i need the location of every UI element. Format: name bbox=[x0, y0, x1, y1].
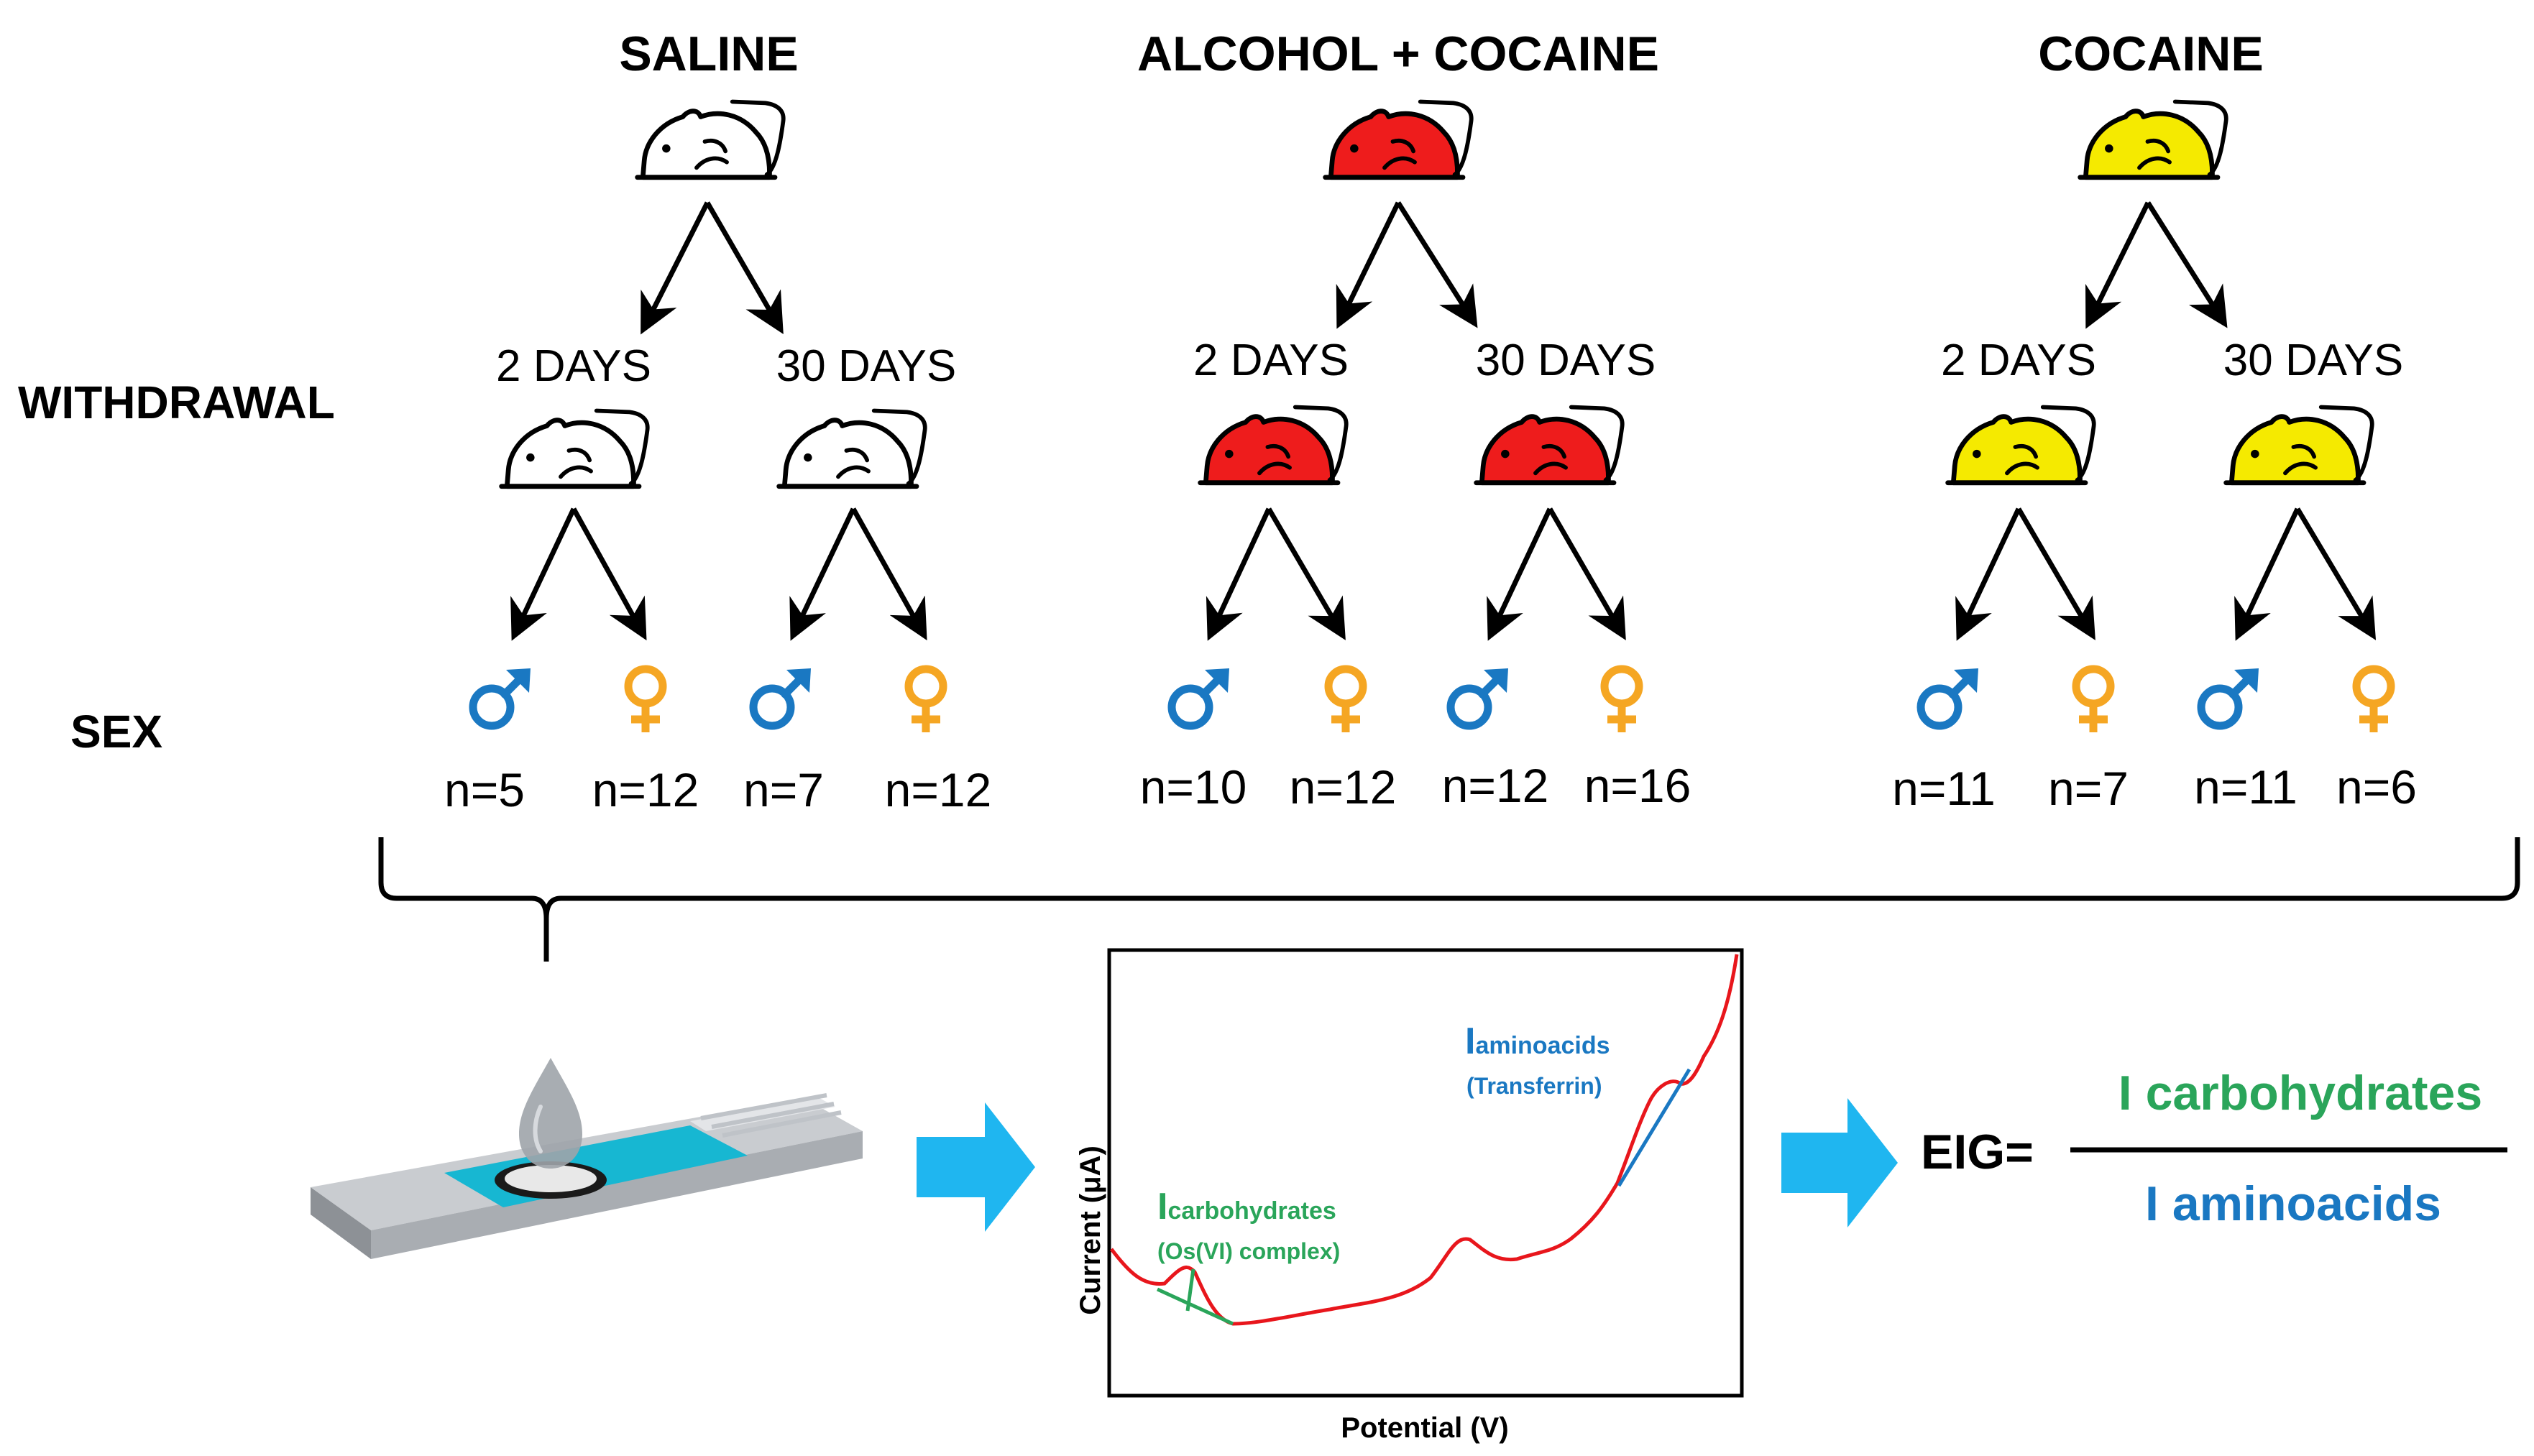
voltammogram-curve bbox=[1110, 954, 1739, 1326]
amino-baseline bbox=[1617, 1068, 1691, 1187]
branch-arrow bbox=[1955, 507, 2021, 641]
equation-denominator: I aminoacids bbox=[2145, 1176, 2441, 1231]
mouse-icon bbox=[502, 410, 648, 486]
branch-arrow bbox=[510, 507, 577, 641]
carb-peak-height bbox=[1185, 1268, 1195, 1312]
group-cocaine: COCAINE 2 DAYS 30 DAYS n=11 n=7 n=11 n=6 bbox=[1892, 27, 2417, 815]
sample-count: n=6 bbox=[2336, 760, 2417, 814]
group-title: ALCOHOL + COCAINE bbox=[1137, 27, 1659, 81]
y-axis-label: Current (μA) bbox=[1075, 1146, 1106, 1315]
sample-count: n=10 bbox=[1140, 760, 1247, 814]
mouse-icon bbox=[2226, 407, 2372, 482]
mouse-icon bbox=[2080, 101, 2226, 177]
male-symbol-icon bbox=[1921, 668, 1978, 726]
mouse-icon bbox=[638, 101, 784, 177]
screen-printed-electrode-icon bbox=[311, 1058, 863, 1259]
plot-frame bbox=[1107, 948, 1744, 1398]
sex-row-label: SEX bbox=[70, 706, 162, 757]
branch-arrow bbox=[2234, 507, 2300, 641]
branch-arrow bbox=[2146, 201, 2228, 328]
sample-count: n=7 bbox=[2048, 762, 2129, 815]
carb-baseline bbox=[1156, 1287, 1234, 1326]
sample-count: n=5 bbox=[444, 763, 525, 816]
female-symbol-icon bbox=[1605, 669, 1639, 732]
equation-lhs: EIG= bbox=[1921, 1125, 2034, 1179]
withdrawal-days-label: 30 DAYS bbox=[2223, 336, 2403, 385]
branch-arrow bbox=[789, 507, 856, 641]
branch-arrow bbox=[1206, 507, 1272, 641]
group-title: SALINE bbox=[619, 27, 798, 81]
sample-count: n=11 bbox=[1892, 762, 1996, 815]
mouse-icon bbox=[1948, 407, 2094, 482]
branch-arrow bbox=[1266, 507, 1346, 640]
branch-arrow bbox=[1396, 201, 1478, 328]
group-alcohol-cocaine: ALCOHOL + COCAINE 2 DAYS 30 DAYS n=10 n=… bbox=[1137, 27, 1691, 814]
female-symbol-icon bbox=[628, 669, 663, 732]
male-symbol-icon bbox=[2201, 668, 2259, 726]
branch-arrow bbox=[2295, 507, 2377, 640]
right-arrow-icon bbox=[917, 1102, 1035, 1232]
x-axis-label: Potential (V) bbox=[1341, 1412, 1508, 1444]
mouse-icon bbox=[1326, 101, 1472, 177]
female-symbol-icon bbox=[1328, 669, 1363, 732]
female-symbol-icon bbox=[2356, 669, 2391, 732]
equation-numerator: I carbohydrates bbox=[2118, 1066, 2482, 1120]
mouse-icon bbox=[1201, 407, 1346, 482]
eig-equation: EIG= I carbohydrates I aminoacids bbox=[1921, 1066, 2507, 1231]
branch-arrow bbox=[1487, 507, 1553, 641]
withdrawal-days-label: 2 DAYS bbox=[1941, 336, 2096, 385]
amino-peak-sublabel: (Transferrin) bbox=[1466, 1073, 1602, 1099]
withdrawal-days-label: 2 DAYS bbox=[496, 341, 651, 391]
mouse-icon bbox=[779, 410, 925, 486]
branch-arrow bbox=[1547, 507, 1626, 640]
sample-count: n=12 bbox=[592, 763, 699, 816]
male-symbol-icon bbox=[753, 668, 811, 726]
sample-count: n=7 bbox=[743, 763, 824, 816]
mouse-icon bbox=[1477, 407, 1622, 482]
group-title: COCAINE bbox=[2038, 27, 2264, 81]
branch-arrow bbox=[704, 201, 784, 334]
withdrawal-days-label: 2 DAYS bbox=[1193, 336, 1349, 385]
sample-count: n=12 bbox=[1290, 760, 1397, 814]
right-arrow-icon bbox=[1781, 1098, 1898, 1227]
branch-arrow bbox=[2085, 201, 2151, 329]
carb-peak-label: Icarbohydrates bbox=[1157, 1186, 1336, 1227]
branch-arrow bbox=[571, 507, 647, 641]
amino-peak-label: Iaminoacids bbox=[1465, 1020, 1610, 1062]
male-symbol-icon bbox=[1451, 668, 1508, 726]
group-saline: SALINE 2 DAYS 30 DAYS n=5 n=12 n=7 n=12 bbox=[444, 27, 991, 816]
branch-arrow bbox=[850, 507, 927, 641]
branch-arrow bbox=[641, 201, 710, 335]
sample-count: n=12 bbox=[885, 763, 992, 816]
male-symbol-icon bbox=[1172, 668, 1229, 726]
female-symbol-icon bbox=[909, 669, 943, 732]
branch-arrow bbox=[2016, 507, 2095, 640]
voltammogram-plot: Icarbohydrates (Os(VI) complex) Iaminoac… bbox=[1075, 948, 1744, 1444]
sample-count: n=11 bbox=[2194, 760, 2297, 814]
withdrawal-days-label: 30 DAYS bbox=[776, 341, 956, 391]
female-symbol-icon bbox=[2076, 669, 2111, 732]
sample-count: n=12 bbox=[1442, 759, 1549, 812]
withdrawal-row-label: WITHDRAWAL bbox=[18, 377, 335, 428]
male-symbol-icon bbox=[473, 668, 531, 726]
grouping-brace bbox=[378, 837, 2520, 962]
carb-peak-sublabel: (Os(VI) complex) bbox=[1157, 1238, 1340, 1264]
sample-count: n=16 bbox=[1584, 759, 1691, 812]
branch-arrow bbox=[1336, 201, 1401, 329]
withdrawal-days-label: 30 DAYS bbox=[1476, 336, 1656, 385]
